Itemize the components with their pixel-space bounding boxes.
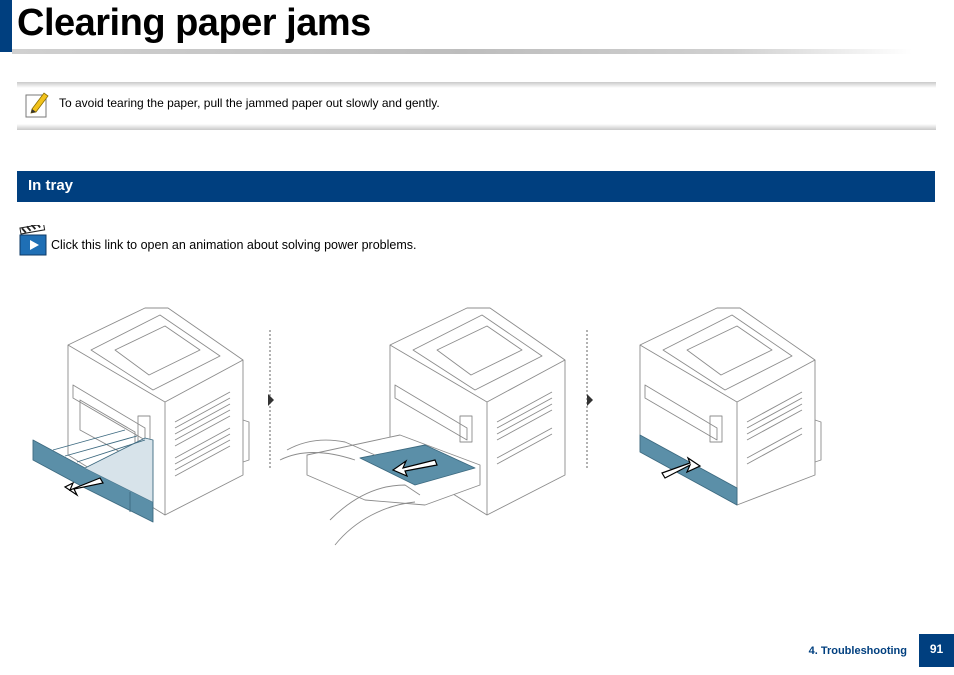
page-title: Clearing paper jams	[17, 2, 371, 44]
section-title: In tray	[28, 177, 74, 194]
note-pencil-icon	[25, 92, 49, 118]
title-divider	[12, 49, 912, 54]
title-accent-bar	[0, 0, 12, 52]
animation-link[interactable]: Click this link to open an animation abo…	[51, 238, 417, 252]
footer-chapter: 4. Troubleshooting	[808, 645, 907, 657]
video-clapperboard-icon[interactable]	[18, 225, 48, 257]
note-box	[17, 82, 936, 130]
note-text: To avoid tearing the paper, pull the jam…	[59, 96, 440, 110]
section-header	[17, 171, 935, 202]
tray-jam-illustration	[32, 307, 822, 546]
page-number-box	[919, 634, 954, 667]
printer-step-3	[639, 307, 822, 506]
step-arrow-icon-2	[587, 394, 593, 406]
push-arrow-icon	[661, 456, 702, 479]
step-arrow-icon	[268, 394, 274, 406]
pull-arrow-icon	[63, 477, 104, 497]
pull-paper-arrow-icon	[391, 459, 438, 478]
page-number: 91	[929, 642, 944, 656]
